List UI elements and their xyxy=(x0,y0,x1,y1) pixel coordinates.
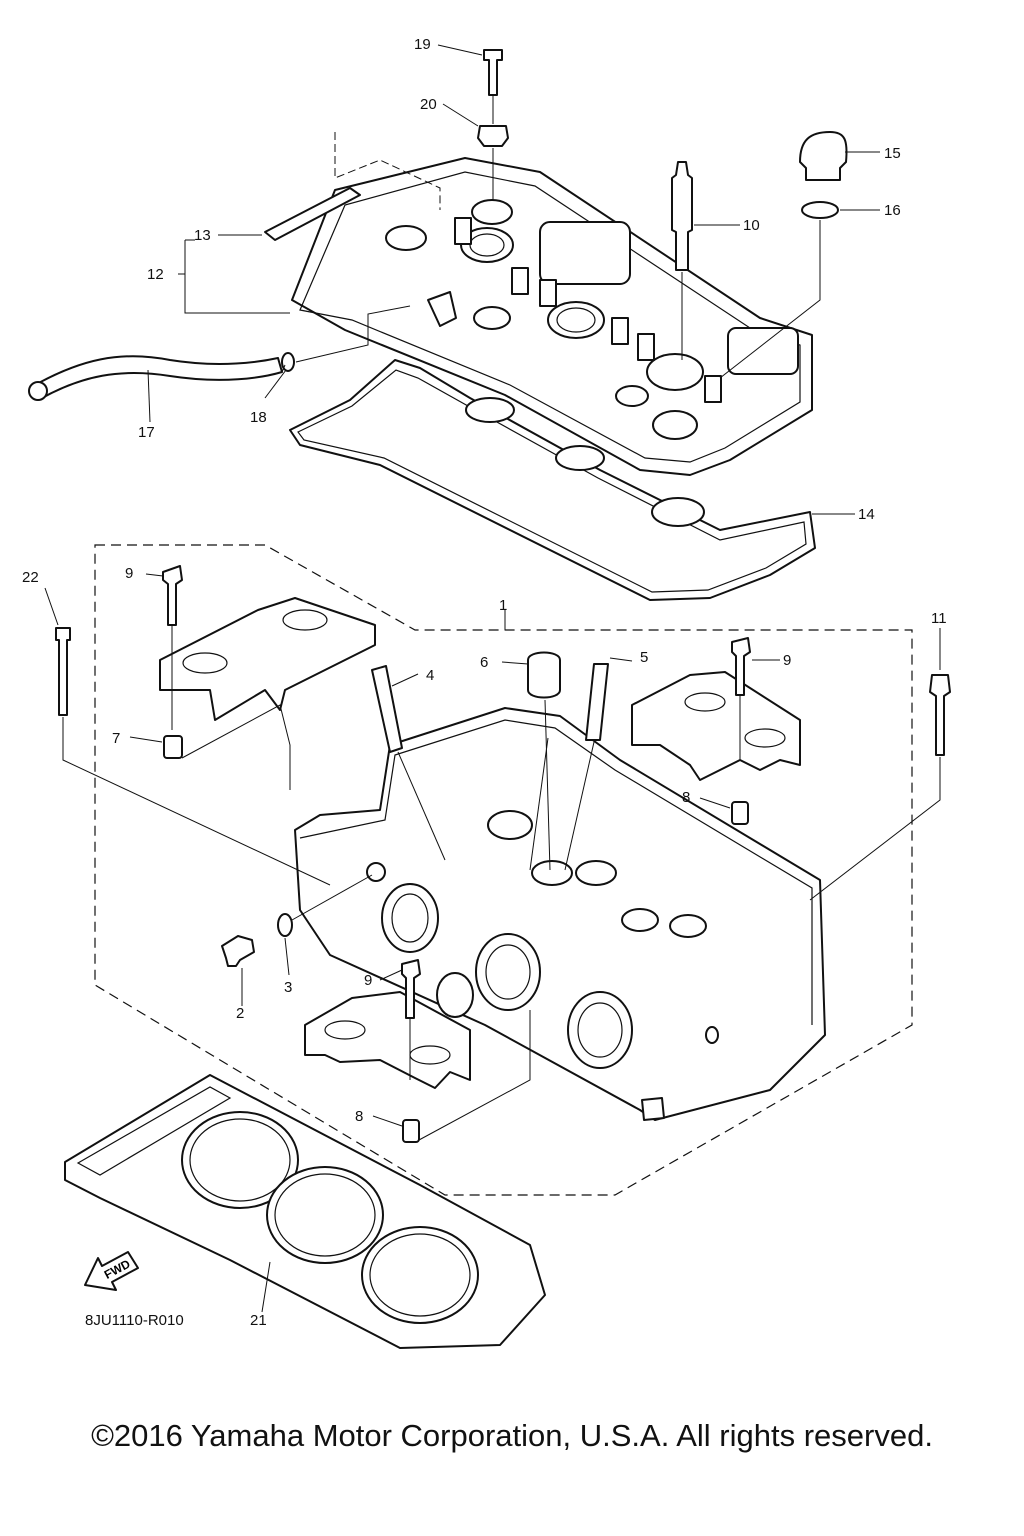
plug xyxy=(371,665,403,753)
callout-6: 6 xyxy=(480,654,488,671)
cap-bolt xyxy=(162,565,183,626)
union-bolt xyxy=(221,935,255,967)
cap-bolt xyxy=(731,637,751,696)
callout-9a: 9 xyxy=(125,565,133,582)
bracket-plate xyxy=(264,187,361,241)
callout-15: 15 xyxy=(884,145,901,162)
spark-plug xyxy=(671,161,693,271)
callout-20: 20 xyxy=(420,96,437,113)
copyright-notice: ©2016 Yamaha Motor Corporation, U.S.A. A… xyxy=(91,1418,933,1453)
callout-11: 11 xyxy=(931,610,947,627)
plug xyxy=(585,663,609,741)
callout-21: 21 xyxy=(250,1312,267,1329)
callout-13: 13 xyxy=(194,227,211,244)
grommet xyxy=(477,125,509,147)
callout-17: 17 xyxy=(138,424,155,441)
camshaft-cap-right xyxy=(631,671,801,781)
callout-12: 12 xyxy=(147,266,164,283)
callout-10: 10 xyxy=(743,217,760,234)
dowel-pin xyxy=(402,1119,420,1143)
cylinder-head-group-outline xyxy=(94,544,913,1196)
callout-labels: 1 2 3 4 5 6 7 8 8 9 9 9 10 11 12 13 14 1… xyxy=(22,36,947,1329)
callout-19: 19 xyxy=(414,36,431,53)
callout-4: 4 xyxy=(426,667,434,684)
head-bolt-long xyxy=(55,627,71,716)
head-bolt xyxy=(929,674,951,756)
callout-9b: 9 xyxy=(783,652,791,669)
cylinder-head-cover xyxy=(291,157,813,476)
callout-5: 5 xyxy=(640,649,648,666)
camshaft-cap-left xyxy=(159,597,376,721)
grommet xyxy=(527,651,561,699)
cover-bolt xyxy=(483,49,503,96)
oil-filler-cap xyxy=(799,131,848,181)
callout-7: 7 xyxy=(112,730,120,747)
callout-14: 14 xyxy=(858,506,875,523)
callout-18: 18 xyxy=(250,409,267,426)
callout-16: 16 xyxy=(884,202,901,219)
exploded-parts-diagram: FWD 1 2 3 4 5 6 7 8 8 9 9 9 10 11 12 13 … xyxy=(22,36,951,1349)
cap-bolt xyxy=(401,959,421,1019)
breather-hose xyxy=(34,355,283,399)
callout-22: 22 xyxy=(22,569,39,586)
cover-gasket xyxy=(289,359,816,601)
dowel-pin xyxy=(163,735,183,759)
washer xyxy=(277,913,293,937)
drawing-code: 8JU1110-R010 xyxy=(85,1312,184,1329)
dowel-pin xyxy=(731,801,749,825)
forward-arrow-icon: FWD xyxy=(84,1251,139,1291)
callout-8b: 8 xyxy=(355,1108,363,1125)
callout-8a: 8 xyxy=(682,789,690,806)
cylinder-head xyxy=(294,707,826,1121)
callout-2: 2 xyxy=(236,1005,244,1022)
callout-1: 1 xyxy=(499,597,507,614)
callout-9c: 9 xyxy=(364,972,372,989)
callout-3: 3 xyxy=(284,979,292,996)
